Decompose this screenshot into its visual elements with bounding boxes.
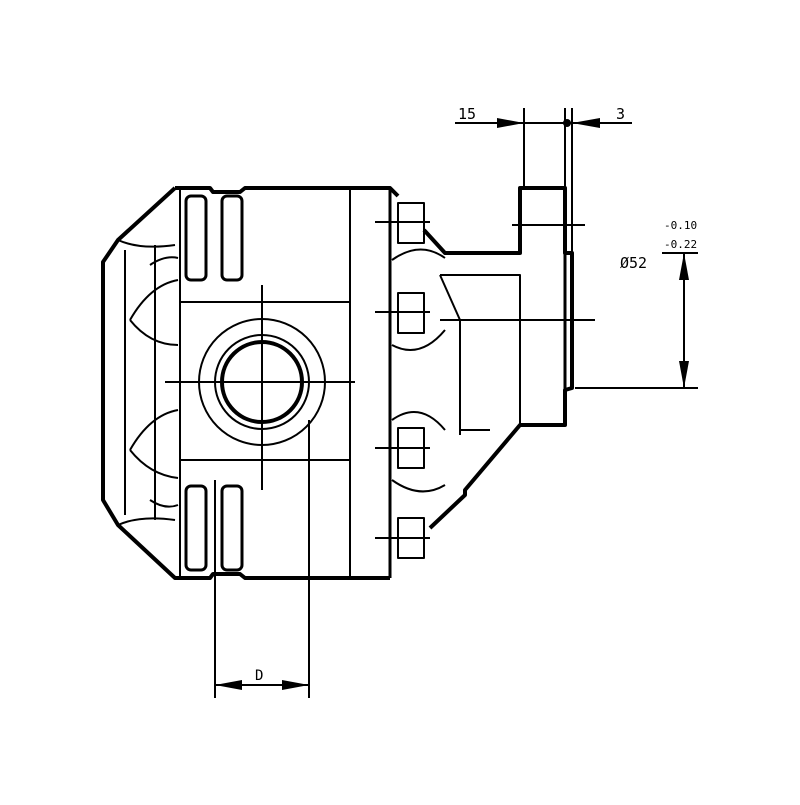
dim-3-label: 3 (616, 105, 625, 123)
groove (184, 194, 208, 282)
dimension-flange (455, 108, 632, 255)
dim-d-label: D (255, 668, 263, 684)
dim-diameter-label: Ø52 (620, 254, 647, 272)
dim-15-label: 15 (458, 105, 476, 123)
tolerance-upper: -0.10 (664, 219, 697, 232)
flange-outline (422, 186, 574, 530)
tolerance-lower: -0.22 (664, 238, 697, 251)
bolt-heads (375, 202, 446, 559)
